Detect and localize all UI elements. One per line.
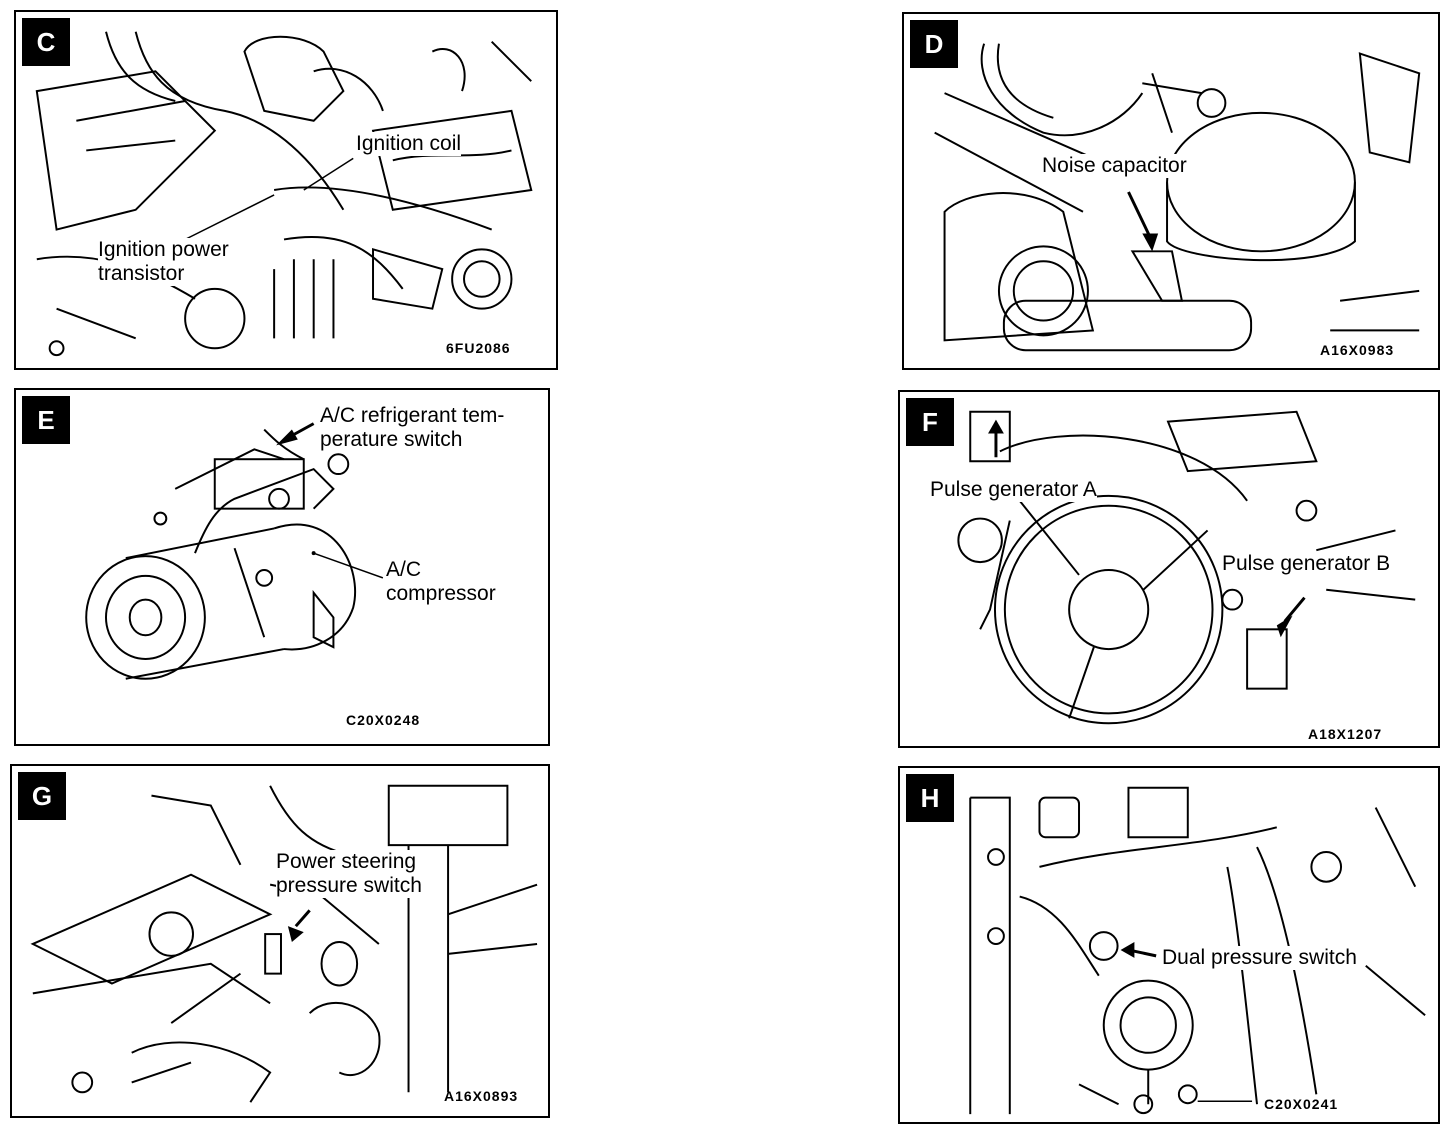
panel-f-figure-code: A18X1207 (1308, 726, 1383, 742)
engine-illustration-d (934, 43, 1421, 352)
panel-e-letter: E (22, 396, 70, 444)
panel-h-figure-code: C20X0241 (1264, 1096, 1339, 1112)
panel-d: D Noise capacitor A16X0983 (902, 12, 1440, 370)
panel-e: E A/C refrigerant tem- perature switch A… (14, 388, 550, 746)
engine-illustration-c (35, 31, 533, 357)
dual-pressure-switch-label: Dual pressure switch (1162, 946, 1357, 970)
panel-d-figure-code: A16X0983 (1320, 342, 1395, 358)
panel-f-letter: F (906, 398, 954, 446)
panel-h: H Dual pressure switch C20X0241 (898, 766, 1440, 1124)
panel-c: C Ignition coil Ignition power transisto… (14, 10, 558, 370)
panel-e-figure-code: C20X0248 (346, 712, 421, 728)
panel-c-figure-code: 6FU2086 (446, 340, 511, 356)
panel-g-figure-code: A16X0893 (444, 1088, 519, 1104)
power-steering-pressure-switch-label: Power steering pressure switch (276, 850, 422, 898)
pulse-generator-illustration (957, 410, 1416, 725)
dual-pressure-switch-illustration (969, 786, 1426, 1115)
panel-c-letter: C (22, 18, 70, 66)
ac-refrigerant-temperature-switch-label: A/C refrigerant tem- perature switch (320, 404, 505, 451)
pulse-generator-a-label: Pulse generator A (930, 478, 1097, 502)
panel-g: G Power steering pressure switch A16X089… (10, 764, 550, 1118)
panel-g-letter: G (18, 772, 66, 820)
ac-compressor-illustration (85, 422, 384, 680)
ignition-power-transistor-label: Ignition power transistor (98, 238, 229, 286)
panel-d-letter: D (910, 20, 958, 68)
power-steering-illustration (30, 784, 538, 1103)
panel-f: F Pulse generator A Pulse generator B A1… (898, 390, 1440, 748)
noise-capacitor-label: Noise capacitor (1042, 154, 1187, 178)
panel-h-letter: H (906, 774, 954, 822)
ignition-coil-label: Ignition coil (356, 132, 462, 156)
pulse-generator-b-label: Pulse generator B (1222, 552, 1391, 576)
ac-compressor-label: A/C compressor (386, 558, 496, 605)
